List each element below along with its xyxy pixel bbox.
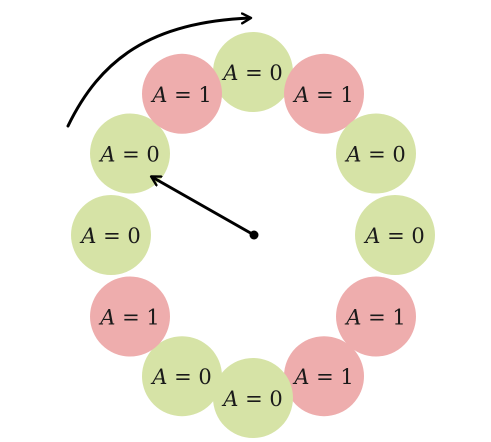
node-variable: A: [98, 306, 115, 330]
node-variable: A: [344, 143, 361, 167]
ring-node: A = 1: [90, 276, 170, 357]
node-value: 1: [146, 306, 159, 330]
node-value: 1: [198, 83, 211, 107]
ring-node: A = 0: [213, 32, 293, 112]
node-circle: [90, 276, 170, 357]
node-label: A = 1: [292, 83, 354, 107]
node-operator: =: [115, 143, 146, 167]
pointer-arrow: [152, 177, 256, 237]
node-variable: A: [150, 83, 167, 107]
ring-node: A = 1: [142, 53, 222, 134]
node-operator: =: [96, 224, 127, 248]
node-circle: [71, 195, 151, 275]
node-variable: A: [292, 365, 309, 389]
node-operator: =: [238, 387, 269, 411]
node-operator: =: [361, 306, 392, 330]
node-variable: A: [98, 143, 115, 167]
node-label: A = 1: [150, 83, 212, 107]
node-variable: A: [221, 387, 238, 411]
node-value: 0: [269, 387, 282, 411]
node-variable: A: [79, 224, 96, 248]
node-value: 0: [198, 365, 211, 389]
node-label: A = 1: [98, 306, 160, 330]
node-value: 0: [269, 61, 282, 85]
node-operator: =: [380, 224, 411, 248]
node-variable: A: [363, 224, 380, 248]
node-operator: =: [309, 365, 340, 389]
ring-node: A = 0: [90, 113, 170, 194]
node-variable: A: [344, 306, 361, 330]
node-variable: A: [150, 365, 167, 389]
node-ring: A = 0A = 1A = 0A = 0A = 1A = 1A = 0A = 0…: [71, 32, 435, 438]
node-value: 0: [411, 224, 424, 248]
ring-node: A = 0: [142, 336, 222, 417]
node-value: 1: [392, 306, 405, 330]
node-operator: =: [167, 83, 198, 107]
ring-node: A = 0: [213, 358, 293, 438]
node-circle: [284, 53, 364, 134]
node-label: A = 0: [98, 143, 160, 167]
node-circle: [284, 336, 364, 417]
node-circle: [213, 358, 293, 438]
node-operator: =: [167, 365, 198, 389]
node-operator: =: [115, 306, 146, 330]
node-label: A = 0: [221, 61, 283, 85]
node-circle: [355, 195, 435, 275]
node-operator: =: [361, 143, 392, 167]
node-label: A = 1: [292, 365, 354, 389]
node-label: A = 0: [221, 387, 283, 411]
node-value: 1: [340, 365, 353, 389]
node-label: A = 0: [150, 365, 212, 389]
node-value: 0: [392, 143, 405, 167]
node-circle: [142, 336, 222, 417]
node-operator: =: [238, 61, 269, 85]
ring-node: A = 1: [336, 276, 416, 357]
ring-node: A = 0: [355, 195, 435, 275]
center-dot: [249, 230, 259, 240]
node-circle: [336, 276, 416, 357]
node-variable: A: [221, 61, 238, 85]
node-circle: [90, 113, 170, 194]
node-label: A = 0: [363, 224, 425, 248]
node-variable: A: [292, 83, 309, 107]
ring-node: A = 0: [71, 195, 151, 275]
node-value: 1: [340, 83, 353, 107]
node-value: 0: [146, 143, 159, 167]
ring-node: A = 1: [284, 336, 364, 417]
node-label: A = 0: [344, 143, 406, 167]
node-label: A = 0: [79, 224, 141, 248]
node-value: 0: [127, 224, 140, 248]
node-circle: [142, 53, 222, 134]
node-operator: =: [309, 83, 340, 107]
node-label: A = 1: [344, 306, 406, 330]
node-circle: [213, 32, 293, 112]
rotation-arrow: [66, 18, 250, 128]
ring-node: A = 1: [284, 53, 364, 134]
ring-node: A = 0: [336, 113, 416, 194]
node-circle: [336, 113, 416, 194]
